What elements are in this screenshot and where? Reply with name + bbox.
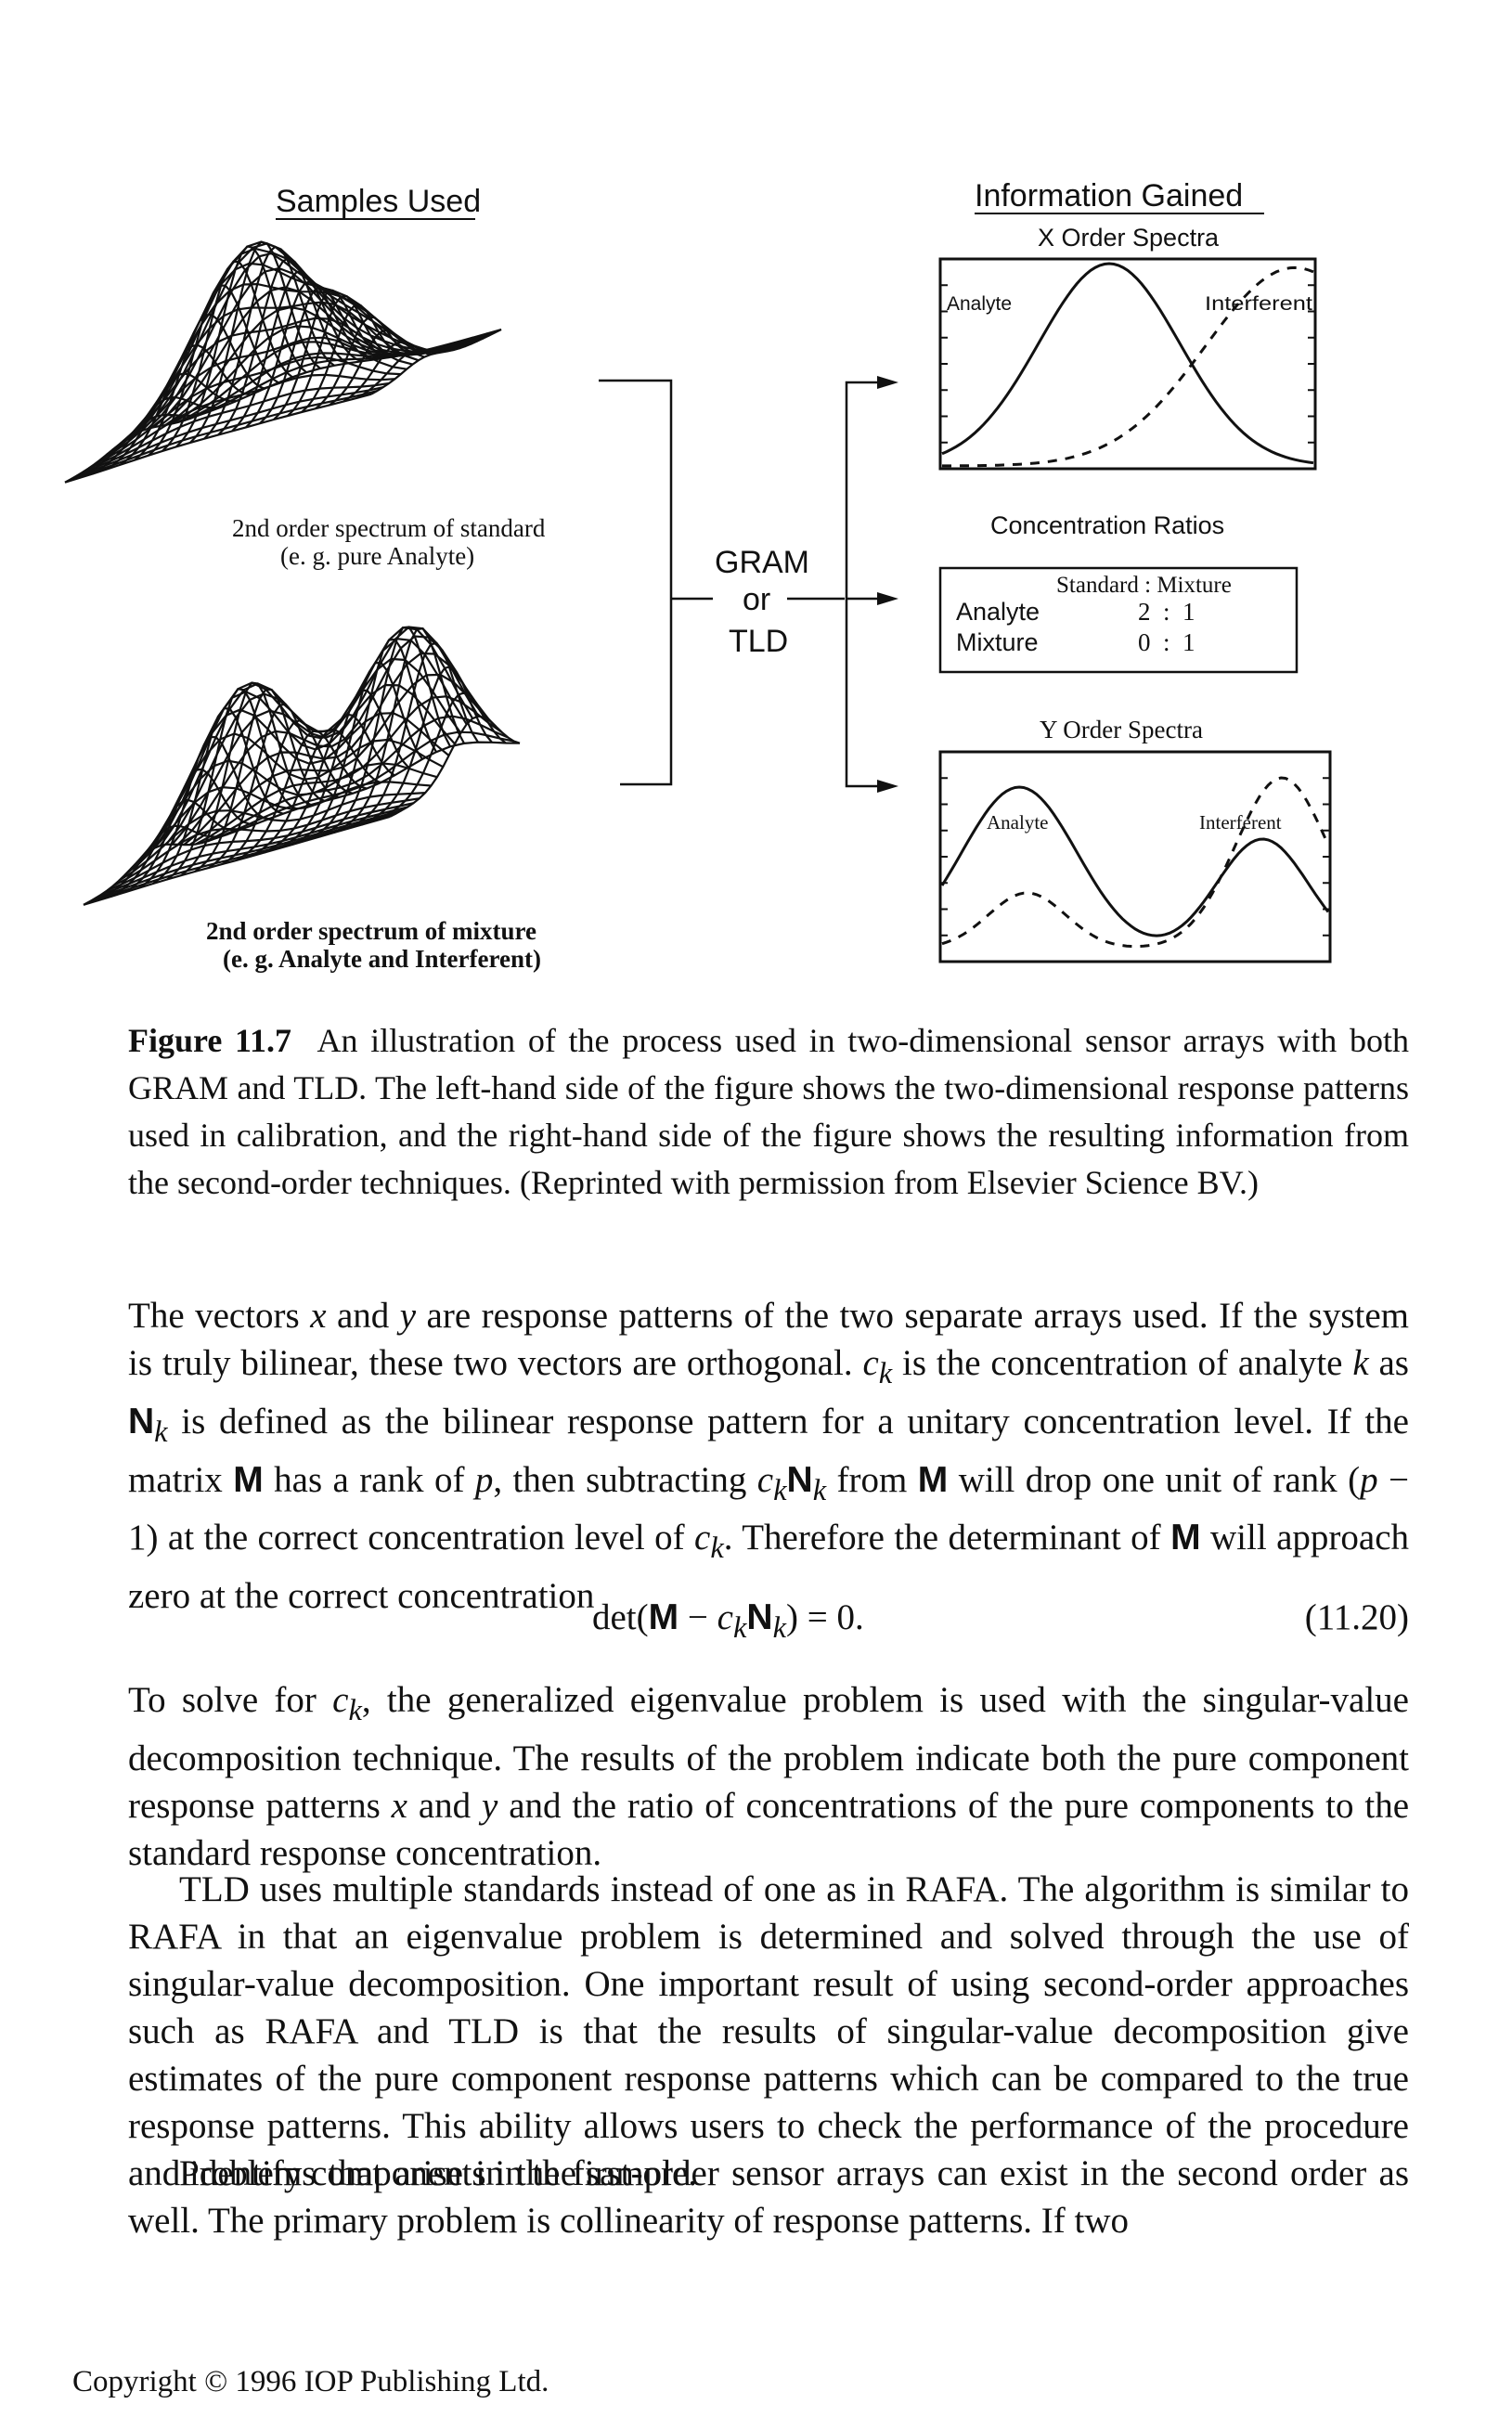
figure-11-7: Samples Used Information Gained 2nd orde…: [64, 178, 1332, 973]
mixture-caption-line2: (e. g. Analyte and Interferent): [223, 945, 541, 973]
equation-11-20: det(M − ckNk) = 0. (11.20): [128, 1596, 1409, 1652]
surface-grid-line: [389, 715, 521, 818]
surface-grid-line: [94, 355, 401, 466]
method-or: or: [743, 582, 770, 617]
surface-grid-line: [291, 661, 423, 846]
ratios-row-1-label: Analyte: [956, 598, 1040, 626]
surface-grid-line: [88, 373, 395, 470]
x-label-analyte: Analyte: [947, 293, 1012, 315]
ratios-row-2-label: Mixture: [956, 628, 1039, 656]
surface-grid-line: [111, 301, 420, 451]
arrow-to-ratios: [877, 592, 898, 605]
ratios-title: Concentration Ratios: [990, 511, 1224, 539]
surface-grid-line: [130, 759, 438, 870]
surface-grid-line: [301, 304, 433, 413]
surface-grid-line: [347, 641, 479, 830]
equation-body: det(M − ckNk) = 0.: [592, 1597, 864, 1645]
surface-grid-line: [319, 626, 451, 838]
surface-grid-line: [82, 381, 390, 473]
paragraph-4: Problems that arise in the first-order s…: [128, 2153, 1409, 2241]
paragraph-3: TLD uses multiple standards instead of o…: [128, 1869, 1409, 2193]
surface-grid-line: [112, 797, 420, 887]
left-bracket: [599, 379, 673, 786]
x-interferent-curve: [942, 265, 1314, 468]
copyright-footer: Copyright © 1996 IOP Publishing Ltd.: [72, 2365, 549, 2398]
x-spectra-frame: [938, 257, 1317, 471]
surface-grid-line: [107, 802, 414, 892]
ratios-row-2-value: 0 : 1: [1138, 628, 1195, 656]
surface-grid-line: [76, 386, 383, 477]
figure-label: Figure 11.7: [128, 1022, 292, 1059]
caption-text: An illustration of the process used in t…: [128, 1022, 1409, 1201]
surface-grid-line: [99, 336, 407, 461]
mixture-surface-plot: [83, 626, 521, 906]
ratios-row-1-value: 2 : 1: [1138, 598, 1195, 626]
surface-grid-line: [118, 792, 426, 882]
x-analyte-curve: [941, 262, 1314, 465]
surface-grid-line: [245, 279, 377, 429]
surface-grid-line: [123, 781, 432, 876]
equation-number: (11.20): [1304, 1597, 1409, 1637]
surface-grid-line: [83, 815, 391, 906]
method-tld: TLD: [729, 624, 788, 659]
left-heading: Samples Used: [276, 184, 481, 219]
figure-caption: Figure 11.7 An illustration of the proce…: [128, 1017, 1409, 1207]
surface-grid-line: [356, 332, 488, 399]
y-label-interferent: Interferent: [1199, 811, 1282, 834]
surface-grid-line: [361, 665, 493, 826]
x-spectra-title: X Order Spectra: [1038, 224, 1220, 252]
standard-caption-line1: 2nd order spectrum of standard: [232, 514, 546, 542]
right-bracket: [845, 381, 877, 788]
standard-surface-plot: [64, 240, 502, 484]
surface-grid-line: [342, 336, 474, 403]
ratios-box: [938, 566, 1299, 674]
surface-grid-line: [273, 289, 405, 420]
paragraph-2: To solve for ck, the generalized eigenva…: [128, 1680, 1410, 1873]
surface-grid-line: [250, 728, 381, 858]
surface-grid-line: [89, 812, 396, 903]
method-gram: GRAM: [715, 545, 809, 580]
y-interferent-curve: [941, 776, 1330, 949]
x-label-interferent: Interferent: [1205, 293, 1312, 315]
surface-grid-line: [141, 708, 450, 858]
y-label-analyte: Analyte: [987, 811, 1048, 834]
surface-grid-line: [287, 295, 419, 417]
surface-grid-line: [64, 393, 372, 484]
surface-grid-line: [95, 809, 402, 899]
y-analyte-curve: [940, 785, 1330, 937]
ratios-header: Standard : Mixture: [1056, 573, 1232, 598]
surface-grid-line: [333, 627, 465, 834]
surface-grid-line: [370, 329, 502, 395]
right-heading: Information Gained: [975, 178, 1243, 213]
standard-caption-line2: (e. g. pure Analyte): [280, 542, 474, 570]
paragraph-1: The vectors x and y are response pattern…: [128, 1296, 1410, 1617]
surface-grid-line: [278, 689, 409, 850]
mixture-caption-line1: 2nd order spectrum of mixture: [206, 917, 536, 945]
y-spectra-title: Y Order Spectra: [1040, 716, 1203, 743]
surface-grid-line: [100, 806, 408, 896]
arrow-to-y-spectra: [877, 780, 898, 793]
arrow-to-x-spectra: [877, 376, 898, 389]
surface-grid-line: [259, 285, 391, 424]
surface-grid-line: [105, 317, 413, 457]
surface-grid-line: [375, 692, 507, 822]
surface-grid-line: [71, 390, 378, 481]
